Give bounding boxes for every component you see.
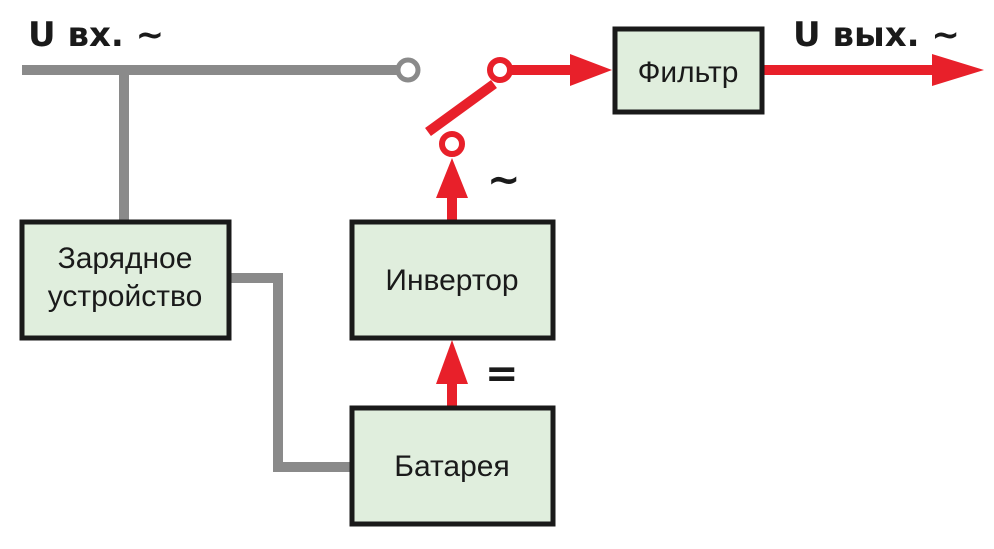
- charger-block: [19, 219, 232, 341]
- dc-symbol: =: [485, 351, 519, 397]
- switch-lever: [425, 79, 497, 137]
- filter-block: [612, 26, 765, 115]
- output-switch-contact: [487, 57, 513, 83]
- mains-switch-contact: [395, 57, 421, 83]
- filter-output-arrowhead: [932, 54, 984, 86]
- filter-label: Фильтр: [638, 56, 739, 89]
- switch-to-filter-arrowhead: [570, 54, 612, 86]
- battery-label: Батарея: [394, 450, 509, 483]
- ac-symbol: ~: [487, 157, 521, 203]
- inverter-switch-contact: [439, 131, 465, 157]
- charger-label-line1: Зарядное: [58, 242, 193, 275]
- input-voltage-label: U вх. ~: [28, 15, 164, 55]
- charger-to-battery-line: [229, 273, 352, 472]
- output-voltage-label: U вых. ~: [793, 15, 960, 55]
- inverter-to-switch-arrowhead: [436, 158, 468, 198]
- battery-block: [349, 405, 556, 527]
- charger-label-line2: устройство: [48, 280, 203, 313]
- inverter-label: Инвертор: [385, 264, 518, 297]
- inverter-block: [349, 219, 556, 341]
- battery-to-inverter-arrowhead: [436, 340, 468, 384]
